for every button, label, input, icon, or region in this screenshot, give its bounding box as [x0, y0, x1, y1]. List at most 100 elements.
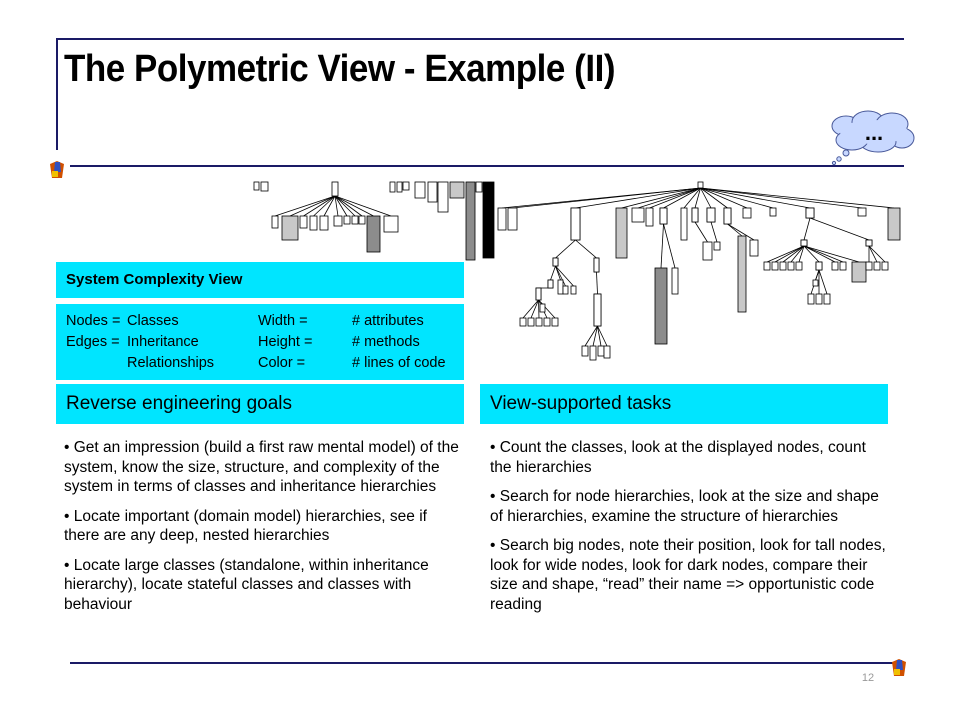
inheritance-edge [334, 195, 339, 217]
inheritance-edge [766, 245, 805, 263]
class-node [437, 181, 449, 213]
class-node [562, 285, 569, 295]
inheritance-edge [803, 245, 820, 263]
class-node [519, 317, 527, 327]
inheritance-edge [710, 221, 718, 243]
class-node [659, 207, 668, 225]
class-node [597, 345, 605, 357]
class-node [865, 239, 873, 247]
inheritance-edge [803, 217, 811, 241]
class-node [539, 303, 546, 313]
class-node [319, 215, 329, 231]
class-node [800, 239, 808, 247]
inheritance-edge [803, 245, 836, 263]
title-top-rule [56, 38, 904, 40]
list-item: • Search big nodes, note their position,… [490, 537, 886, 613]
class-node [333, 215, 343, 227]
inheritance-edge [530, 299, 539, 319]
class-node [543, 317, 551, 327]
class-node [557, 279, 564, 295]
class-node [873, 261, 881, 271]
class-node [299, 215, 308, 229]
class-node [815, 261, 823, 271]
class-node [358, 215, 366, 225]
inheritance-edge [694, 187, 701, 209]
inheritance-edge [313, 195, 336, 217]
class-node [771, 261, 779, 271]
class-node [260, 181, 269, 192]
class-node [723, 207, 732, 225]
class-node [281, 215, 299, 241]
logo-icon [892, 659, 906, 676]
class-node [654, 267, 668, 345]
class-node [309, 215, 318, 231]
reverse-engineering-goals-header: Reverse engineering goals [56, 384, 464, 424]
class-node [402, 181, 410, 191]
inheritance-edge [774, 245, 805, 263]
class-node [713, 241, 721, 251]
class-node [615, 207, 628, 259]
inheritance-edge [334, 195, 356, 217]
inheritance-edge [334, 195, 374, 217]
class-node [815, 293, 823, 305]
class-node [366, 215, 381, 253]
class-node [253, 181, 260, 191]
class-node [763, 261, 771, 271]
color-value: # lines of code [352, 355, 446, 371]
inheritance-edge [555, 239, 576, 259]
class-node [343, 215, 351, 225]
nodes-label: Nodes = [66, 313, 121, 329]
inheritance-edge [700, 187, 748, 209]
system-complexity-legend: Nodes = Classes Edges = Inheritance Rela… [56, 304, 464, 380]
class-node [795, 261, 803, 271]
class-node [465, 181, 476, 261]
class-node [389, 181, 396, 193]
inheritance-edge [868, 245, 878, 263]
class-node [581, 345, 589, 357]
list-item: • Locate large classes (standalone, with… [64, 556, 429, 613]
inheritance-edge [323, 195, 336, 217]
class-node [691, 207, 699, 223]
class-node [351, 215, 359, 225]
class-node [823, 293, 831, 305]
inheritance-edge [334, 195, 392, 217]
class-node [507, 207, 518, 231]
class-node [812, 279, 819, 287]
class-node [749, 239, 759, 257]
class-node [805, 207, 815, 219]
class-node [271, 215, 279, 229]
class-node [787, 261, 795, 271]
width-label: Width = [258, 313, 308, 329]
class-node [475, 181, 483, 193]
class-node [396, 181, 403, 193]
edges-value: Inheritance [127, 334, 199, 350]
inheritance-edge [592, 325, 598, 347]
inheritance-edge [700, 187, 774, 209]
inheritance-edge [727, 223, 743, 237]
class-node [593, 293, 602, 327]
view-supported-tasks-header: View-supported tasks [480, 384, 888, 424]
goals-list: • Get an impression (build a first raw m… [64, 438, 464, 624]
class-node [839, 261, 847, 271]
inheritance-edge [663, 187, 701, 209]
inheritance-edge [818, 269, 828, 295]
inheritance-edge [700, 187, 728, 209]
class-node [742, 207, 752, 219]
inheritance-edge [289, 195, 336, 217]
inheritance-edge [303, 195, 336, 217]
page-number: 12 [861, 672, 875, 684]
color-label: Color = [258, 355, 306, 371]
inheritance-edge [550, 265, 556, 281]
logo-icon [50, 161, 64, 178]
class-node [671, 267, 679, 295]
class-node [449, 181, 465, 199]
title-left-rule [56, 38, 58, 150]
class-node [881, 261, 889, 271]
class-node [427, 181, 438, 203]
list-item: • Search for node hierarchies, look at t… [490, 488, 879, 525]
class-node [551, 317, 559, 327]
class-node [769, 207, 777, 217]
inheritance-edge [555, 265, 566, 287]
class-node [645, 207, 654, 227]
class-node [697, 181, 704, 189]
